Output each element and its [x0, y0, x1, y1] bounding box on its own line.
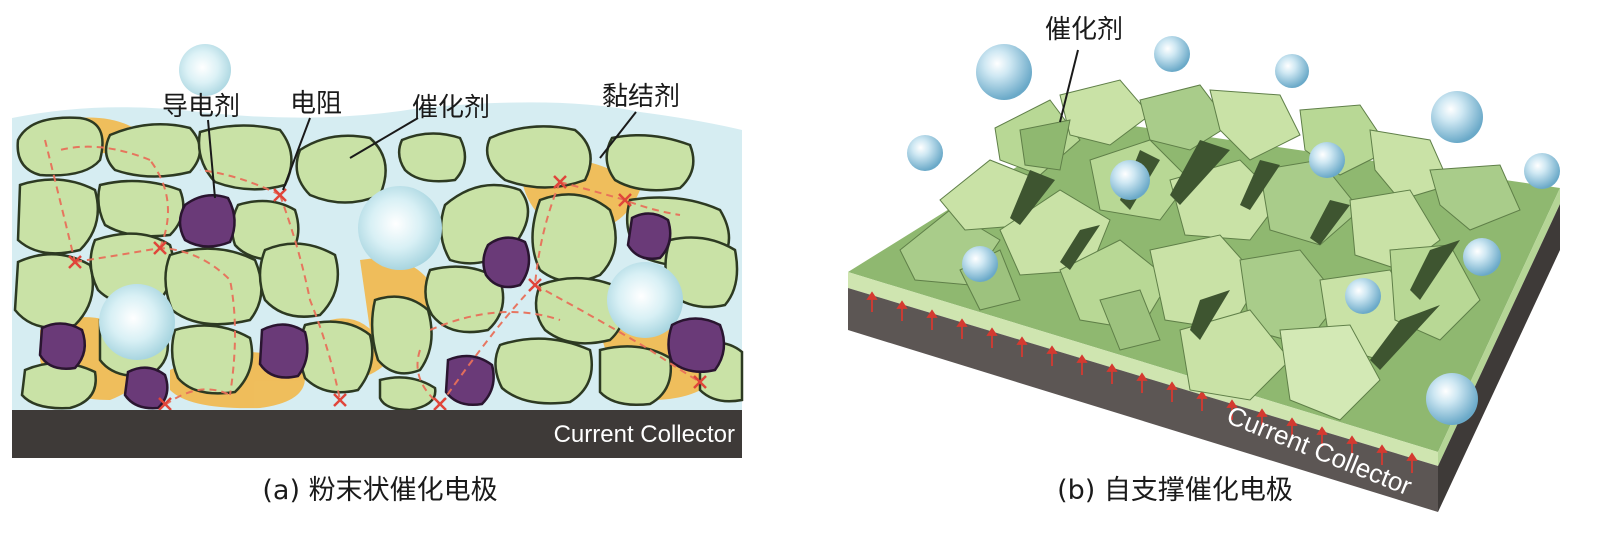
- conductive-agent-particle: [258, 323, 309, 379]
- conductive-agent-particle: [667, 317, 726, 373]
- catalyst-particle: [424, 265, 505, 334]
- x-mark-icon: [693, 375, 707, 389]
- conductive-agent-particle: [482, 236, 531, 289]
- callout-line-b: [1059, 49, 1079, 123]
- catalyst-particle: [494, 337, 594, 405]
- catalyst-particle: [13, 252, 95, 330]
- bubble-icon: [607, 262, 683, 338]
- catalyst-particle: [598, 345, 673, 406]
- bubble-icon: [1275, 54, 1309, 88]
- catalyst-particle: [378, 376, 437, 412]
- electron-paths: [44, 139, 701, 406]
- catalyst-particle: [485, 125, 592, 189]
- bubbles-a: [99, 44, 683, 360]
- conductive-agent-particles: [38, 193, 726, 410]
- x-mark-icon: [553, 175, 567, 189]
- x-mark-icon: [433, 397, 447, 411]
- bubbles-b: [907, 36, 1560, 425]
- resistance-marks: [68, 175, 707, 411]
- bubble-icon: [1110, 160, 1150, 200]
- catalyst-particle: [16, 178, 100, 255]
- x-mark-icon: [153, 241, 167, 255]
- catalyst-particle: [605, 133, 695, 192]
- conductive-agent-particle: [444, 354, 495, 406]
- catalyst-particle: [397, 132, 467, 183]
- bubble-icon: [1426, 373, 1478, 425]
- bubble-icon: [1345, 278, 1381, 314]
- caption-a: (a) 粉末状催化电极: [262, 475, 497, 506]
- catalyst-particle: [164, 247, 263, 326]
- conductive-agent-particle: [123, 366, 169, 410]
- catalyst-particle: [97, 179, 185, 238]
- conductive-agent-particle: [626, 212, 672, 260]
- bubble-icon: [1463, 238, 1501, 276]
- label-catalyst-b: 催化剂: [1045, 15, 1123, 45]
- catalyst-particle: [258, 242, 340, 318]
- catalyst-particle: [16, 116, 104, 177]
- label-catalyst-a: 催化剂: [412, 93, 490, 123]
- current-collector-a: [12, 410, 742, 458]
- bubble-icon: [976, 44, 1032, 100]
- callout-lines-a: [207, 111, 637, 199]
- catalyst-particle: [531, 193, 617, 283]
- label-resistance: 电阻: [290, 89, 342, 119]
- flake-shadows: [1010, 140, 1460, 370]
- layer-arrows: [866, 291, 1418, 473]
- label-conductive-agent: 导电剂: [162, 92, 240, 122]
- catalyst-particles: [13, 116, 744, 412]
- bubble-icon: [1431, 91, 1483, 143]
- x-mark-icon: [618, 193, 632, 207]
- bubble-icon: [1154, 36, 1190, 72]
- caption-b: (b) 自支撑催化电极: [1057, 475, 1293, 506]
- conductive-agent-particle: [38, 322, 87, 370]
- label-binder: 黏结剂: [602, 82, 680, 112]
- bubble-icon: [179, 44, 231, 96]
- catalyst-layer-left: [848, 272, 1438, 466]
- panel-b-self-supported-electrode: 催化剂 Current Collector (b) 自支撑催化电极: [848, 15, 1560, 512]
- catalyst-particle: [104, 123, 202, 178]
- bubble-icon: [1309, 142, 1345, 178]
- x-mark-icon: [528, 278, 542, 292]
- current-collector-label-a: Current Collector: [554, 421, 735, 448]
- bubble-icon: [962, 246, 998, 282]
- x-mark-icon: [333, 393, 347, 407]
- conductive-agent-particle: [178, 193, 236, 248]
- x-mark-icon: [158, 397, 172, 411]
- catalyst-particle: [170, 324, 254, 395]
- panel-a-powder-electrode: Current Collector 导电剂 电阻 催化剂 黏结剂 (a) 粉末状…: [12, 44, 744, 506]
- current-collector-b: [848, 288, 1438, 512]
- catalyst-particle: [20, 361, 97, 410]
- bubble-icon: [358, 186, 442, 270]
- x-mark-icon: [68, 255, 82, 269]
- catalyst-particle: [370, 295, 433, 375]
- x-mark-icon: [273, 188, 287, 202]
- bubble-icon: [907, 135, 943, 171]
- current-collector-b-right: [1438, 204, 1560, 512]
- bubble-icon: [1524, 153, 1560, 189]
- bubble-icon: [99, 284, 175, 360]
